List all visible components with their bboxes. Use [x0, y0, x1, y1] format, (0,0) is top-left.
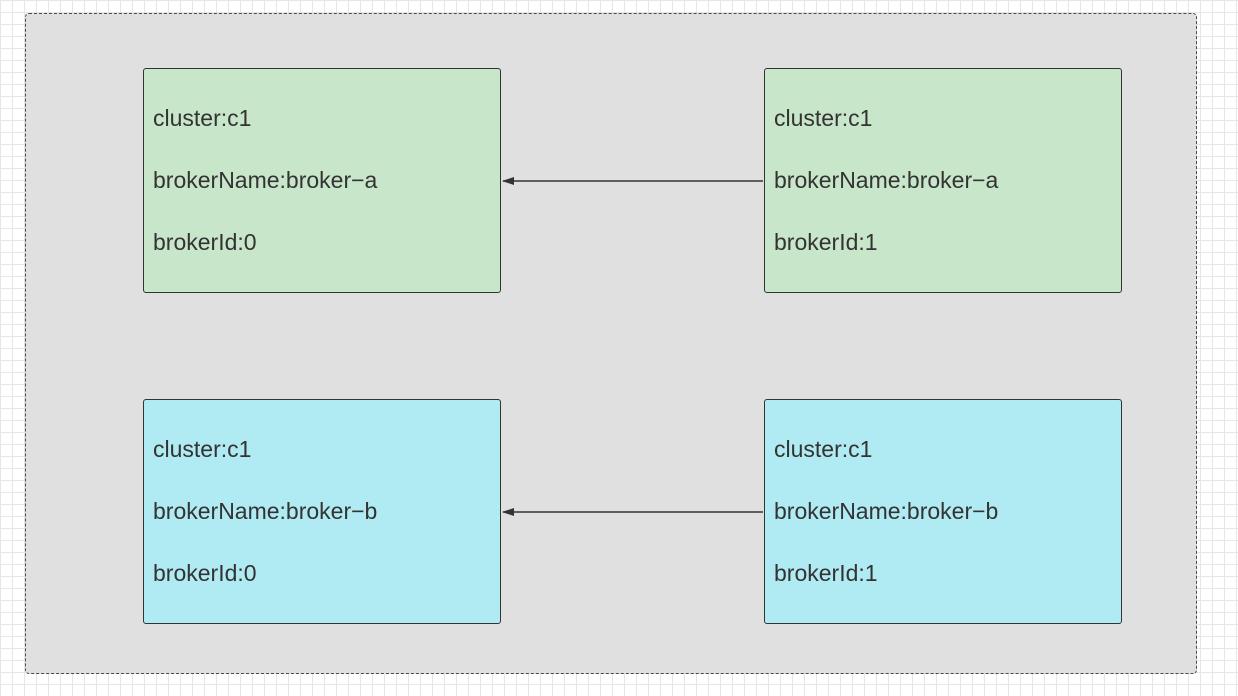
broker-name-label: brokerName:broker−b: [153, 498, 378, 524]
broker-name-label: brokerName:broker−a: [153, 167, 378, 193]
cluster-label: cluster:c1: [153, 436, 252, 462]
broker-b-master-node[interactable]: cluster:c1 brokerName:broker−b brokerId:…: [143, 399, 501, 624]
broker-id-label: brokerId:1: [774, 229, 878, 255]
broker-a-master-node[interactable]: cluster:c1 brokerName:broker−a brokerId:…: [143, 68, 501, 293]
broker-id-label: brokerId:0: [153, 229, 257, 255]
cluster-label: cluster:c1: [153, 105, 252, 131]
broker-a-slave-node[interactable]: cluster:c1 brokerName:broker−a brokerId:…: [764, 68, 1122, 293]
broker-id-label: brokerId:0: [153, 560, 257, 586]
cluster-label: cluster:c1: [774, 436, 873, 462]
broker-b-slave-node[interactable]: cluster:c1 brokerName:broker−b brokerId:…: [764, 399, 1122, 624]
cluster-label: cluster:c1: [774, 105, 873, 131]
broker-id-label: brokerId:1: [774, 560, 878, 586]
broker-name-label: brokerName:broker−a: [774, 167, 999, 193]
broker-name-label: brokerName:broker−b: [774, 498, 999, 524]
